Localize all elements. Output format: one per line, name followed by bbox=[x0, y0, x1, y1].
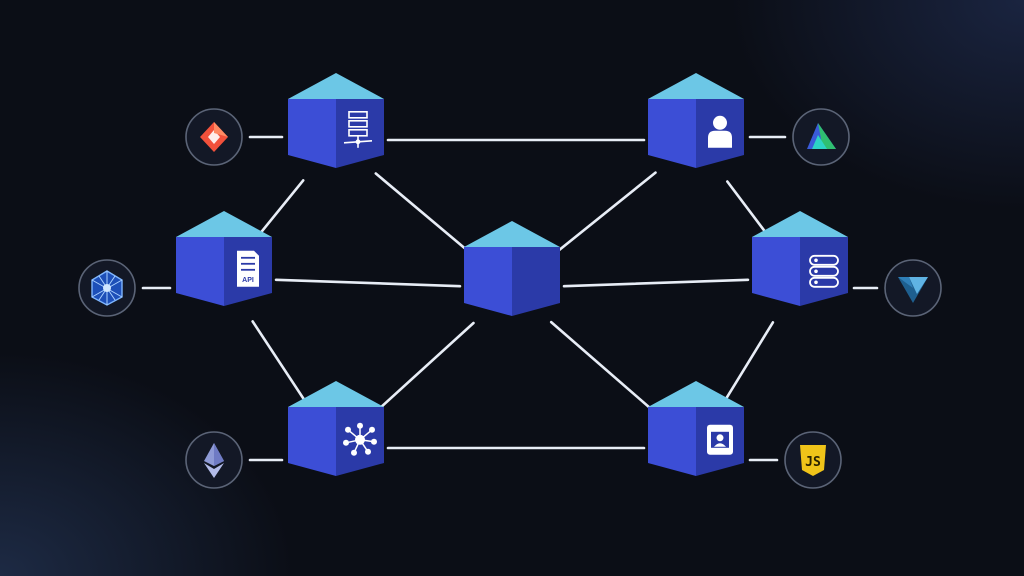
cube-left-face bbox=[288, 394, 336, 476]
prisma-badge bbox=[748, 108, 850, 166]
profile-card-icon bbox=[707, 424, 733, 455]
user-node bbox=[648, 73, 744, 168]
cube-top-face bbox=[464, 221, 560, 247]
cube-top-face bbox=[288, 73, 384, 99]
octopus-deploy-badge bbox=[185, 108, 284, 166]
javascript-badge: JS bbox=[748, 431, 842, 489]
green-triangle-logo-icon bbox=[807, 123, 836, 149]
connection-line-network-center bbox=[373, 321, 475, 415]
javascript-logo-text: JS bbox=[805, 455, 821, 470]
connection-line-user-database bbox=[725, 180, 771, 238]
logo-badges: JS bbox=[78, 108, 942, 489]
api-document-icon: API bbox=[237, 250, 259, 287]
connection-line-server-center bbox=[374, 172, 474, 256]
polygon-badge bbox=[78, 259, 172, 317]
api-label: API bbox=[242, 277, 254, 284]
cube-left-face bbox=[176, 224, 224, 306]
connection-line-center-database bbox=[562, 278, 750, 288]
connection-line-api-center bbox=[274, 278, 462, 288]
cube-top-face bbox=[752, 211, 848, 237]
cube-top-face bbox=[648, 381, 744, 407]
cube-left-face bbox=[752, 224, 800, 306]
cube-nodes: API bbox=[176, 73, 848, 476]
server-node bbox=[288, 73, 384, 168]
cube-left-face bbox=[648, 394, 696, 476]
connection-line-api-network bbox=[251, 320, 309, 406]
connection-line-database-profile-card bbox=[721, 321, 775, 405]
red-diamond-logo-icon bbox=[200, 122, 228, 152]
connection-line-center-profile-card bbox=[549, 320, 659, 416]
ethereum-logo-icon bbox=[204, 443, 224, 478]
vuetify-badge bbox=[852, 259, 942, 317]
vuetify-logo-icon bbox=[898, 277, 928, 303]
cube-left-face bbox=[288, 86, 336, 168]
api-node: API bbox=[176, 211, 272, 306]
cube-top-face bbox=[176, 211, 272, 237]
network-node bbox=[288, 381, 384, 476]
connection-line-user-center bbox=[551, 171, 657, 257]
user-icon bbox=[708, 115, 732, 148]
cube-right-face bbox=[512, 234, 560, 316]
database-stack-icon bbox=[809, 254, 839, 288]
cube-top-face bbox=[648, 73, 744, 99]
geodesic-sphere-logo-icon bbox=[91, 270, 123, 306]
database-node bbox=[752, 211, 848, 306]
profile-card-node bbox=[648, 381, 744, 476]
connection-line-server-api bbox=[255, 179, 305, 239]
cube-top-face bbox=[288, 381, 384, 407]
network-hub-icon bbox=[343, 422, 377, 456]
center-node bbox=[464, 221, 560, 316]
cube-left-face bbox=[464, 234, 512, 316]
connection-lines bbox=[251, 138, 775, 450]
javascript-shield-logo-icon: JS bbox=[800, 445, 826, 476]
ethereum-badge bbox=[185, 431, 284, 489]
cube-left-face bbox=[648, 86, 696, 168]
server-rack-icon bbox=[343, 111, 373, 148]
